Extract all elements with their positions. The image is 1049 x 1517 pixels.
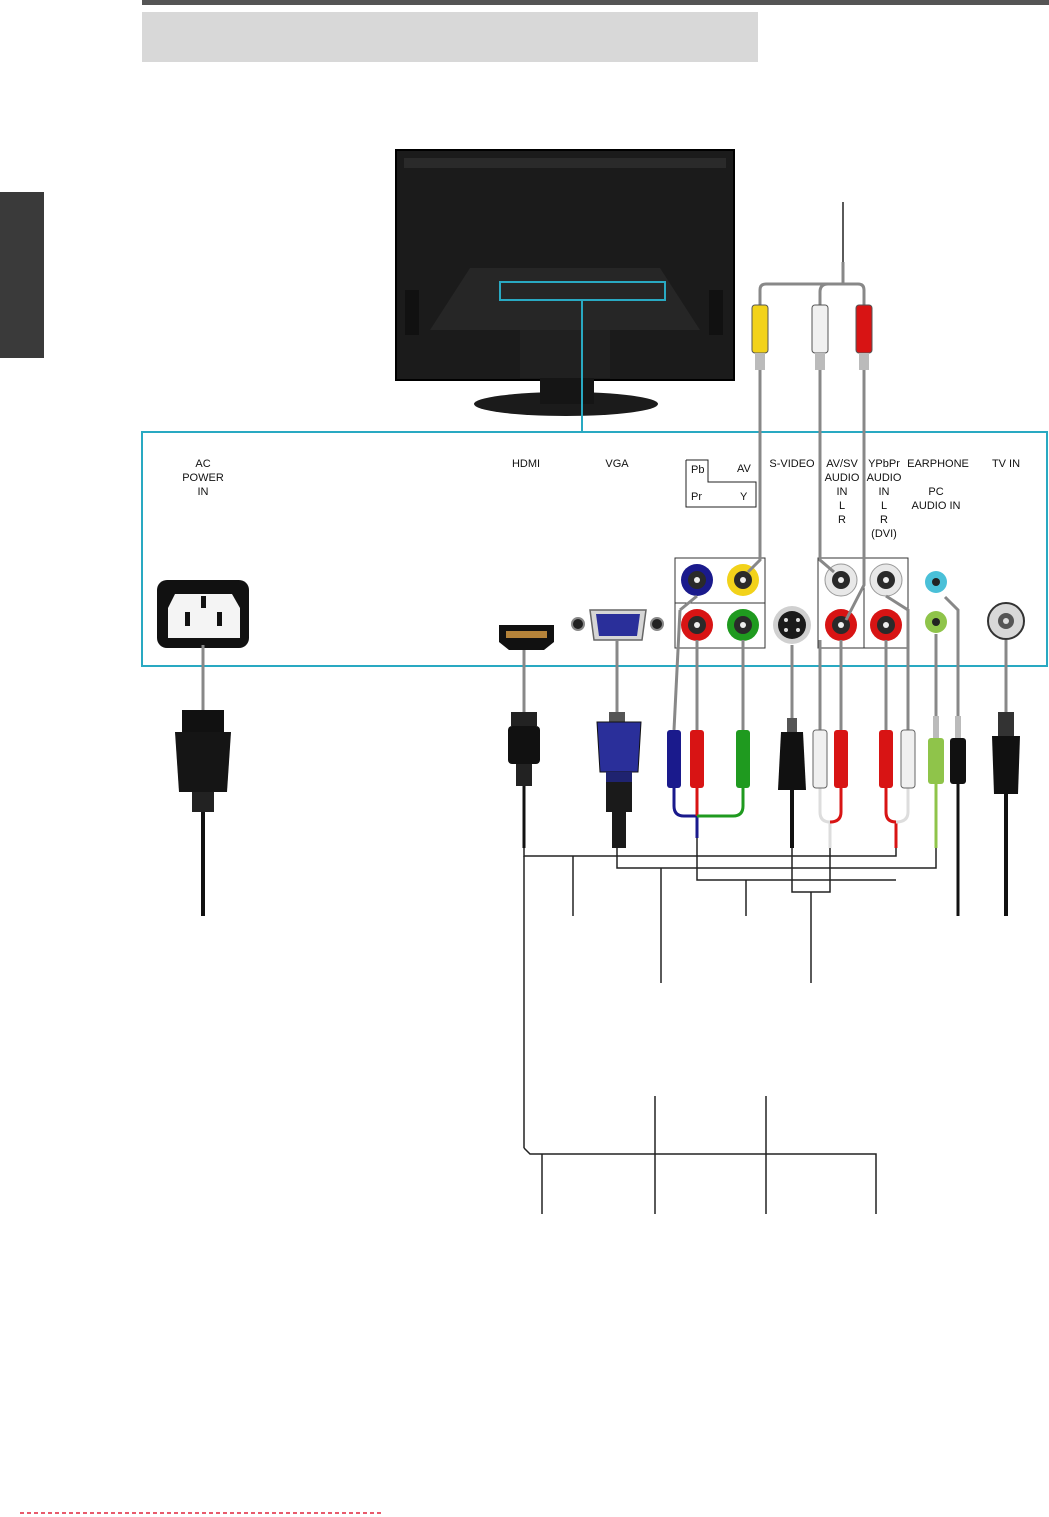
label-ypbpr-audio-4: L <box>881 500 887 512</box>
label-ypbpr-audio-6: (DVI) <box>871 528 897 540</box>
label-avsv-audio-3: IN <box>837 486 848 498</box>
vga-port-icon <box>571 609 664 641</box>
hdmi-plug-icon <box>508 712 540 848</box>
label-avsv-audio-4: L <box>839 500 845 512</box>
label-ac-power-2: POWER <box>182 472 224 484</box>
label-y: Y <box>740 491 748 503</box>
label-pc-audio-1: PC <box>928 486 943 498</box>
ac-socket-icon <box>157 580 249 648</box>
label-ypbpr-audio-5: R <box>880 514 888 526</box>
rca-plug-icon <box>812 729 916 789</box>
label-earphone: EARPHONE <box>907 458 969 470</box>
leader-lines <box>523 838 937 1214</box>
label-ac-power-1: AC <box>195 458 210 470</box>
audio-cables <box>818 594 910 848</box>
label-avsv-audio-1: AV/SV <box>826 458 858 470</box>
label-ypbpr-audio-2: AUDIO <box>867 472 902 484</box>
connection-panel <box>141 431 1048 667</box>
av-cable-top <box>746 202 866 621</box>
label-avsv-audio-5: R <box>838 514 846 526</box>
svideo-plug-icon <box>778 718 806 848</box>
label-s-video: S-VIDEO <box>769 458 815 470</box>
label-ac-power-3: IN <box>198 486 209 498</box>
label-hdmi: HDMI <box>512 458 540 470</box>
tv-rear-icon <box>395 149 735 432</box>
label-av: AV <box>737 463 752 475</box>
hdmi-port-icon <box>499 625 554 650</box>
component-label-frame <box>685 459 757 508</box>
label-vga: VGA <box>605 458 629 470</box>
coax-plug-icon <box>992 712 1020 916</box>
component-cables <box>672 594 745 838</box>
label-avsv-audio-2: AUDIO <box>825 472 860 484</box>
label-ypbpr-audio-3: IN <box>879 486 890 498</box>
label-pr: Pr <box>691 491 702 503</box>
component-frame-bottom <box>674 602 766 649</box>
jack-port-icon <box>925 571 947 633</box>
vga-plug-icon <box>596 712 642 848</box>
svideo-port-icon <box>773 606 811 644</box>
label-tv-in: TV IN <box>992 458 1020 470</box>
power-plug-icon <box>175 710 231 916</box>
rca-plug-icon <box>667 730 750 788</box>
label-ypbpr-audio-1: YPbPr <box>868 458 900 470</box>
rca-plug-icon <box>751 304 873 370</box>
label-pb: Pb <box>691 464 704 476</box>
jack-cables <box>934 595 960 716</box>
coax-port-icon <box>987 602 1025 640</box>
jack-plug-icon <box>928 716 966 916</box>
section-header-bar <box>142 12 758 62</box>
side-tab <box>0 192 44 358</box>
top-rule <box>142 0 1049 5</box>
label-pc-audio-2: AUDIO IN <box>912 500 961 512</box>
